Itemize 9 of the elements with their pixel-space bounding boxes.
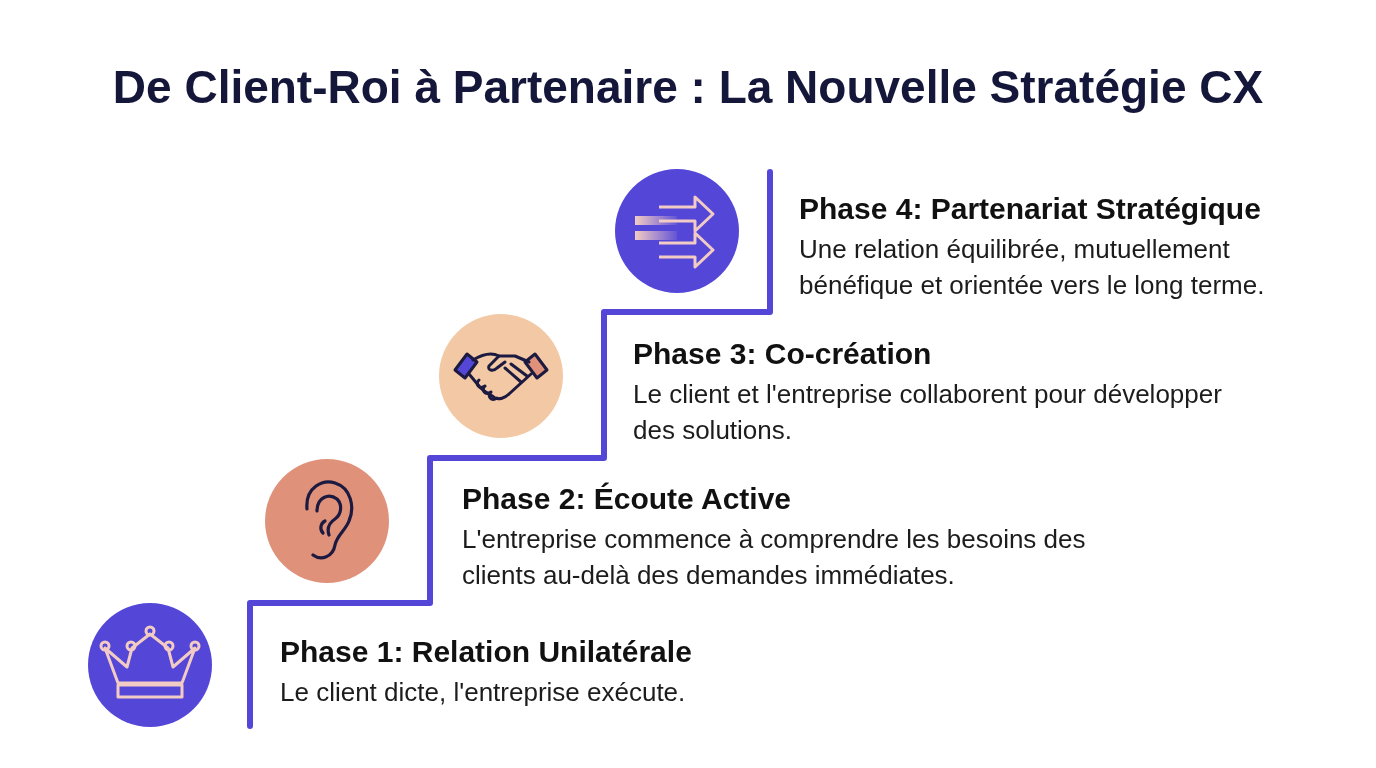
phase-description: Le client dicte, l'entreprise exécute.	[280, 676, 687, 709]
phase-description: Le client et l'entreprise collaborent pour développer des solutions.	[633, 378, 1223, 447]
phase-description: L'entreprise commence à comprendre les besoins des clients au-delà des demandes immédiates.	[462, 523, 1087, 592]
phase-heading: Phase 1: Relation Unilatérale	[280, 634, 693, 670]
phase-heading: Phase 3: Co-création	[633, 336, 933, 372]
phase-heading: Phase 4: Partenariat Stratégique	[799, 191, 1262, 227]
phase-heading: Phase 2: Écoute Active	[462, 481, 793, 517]
title: De Client-Roi à Partenaire : La Nouvelle Stratégie CX	[111, 60, 1265, 114]
phase-description: Une relation équilibrée, mutuellement bénéfique et orientée vers le long terme.	[799, 233, 1266, 302]
